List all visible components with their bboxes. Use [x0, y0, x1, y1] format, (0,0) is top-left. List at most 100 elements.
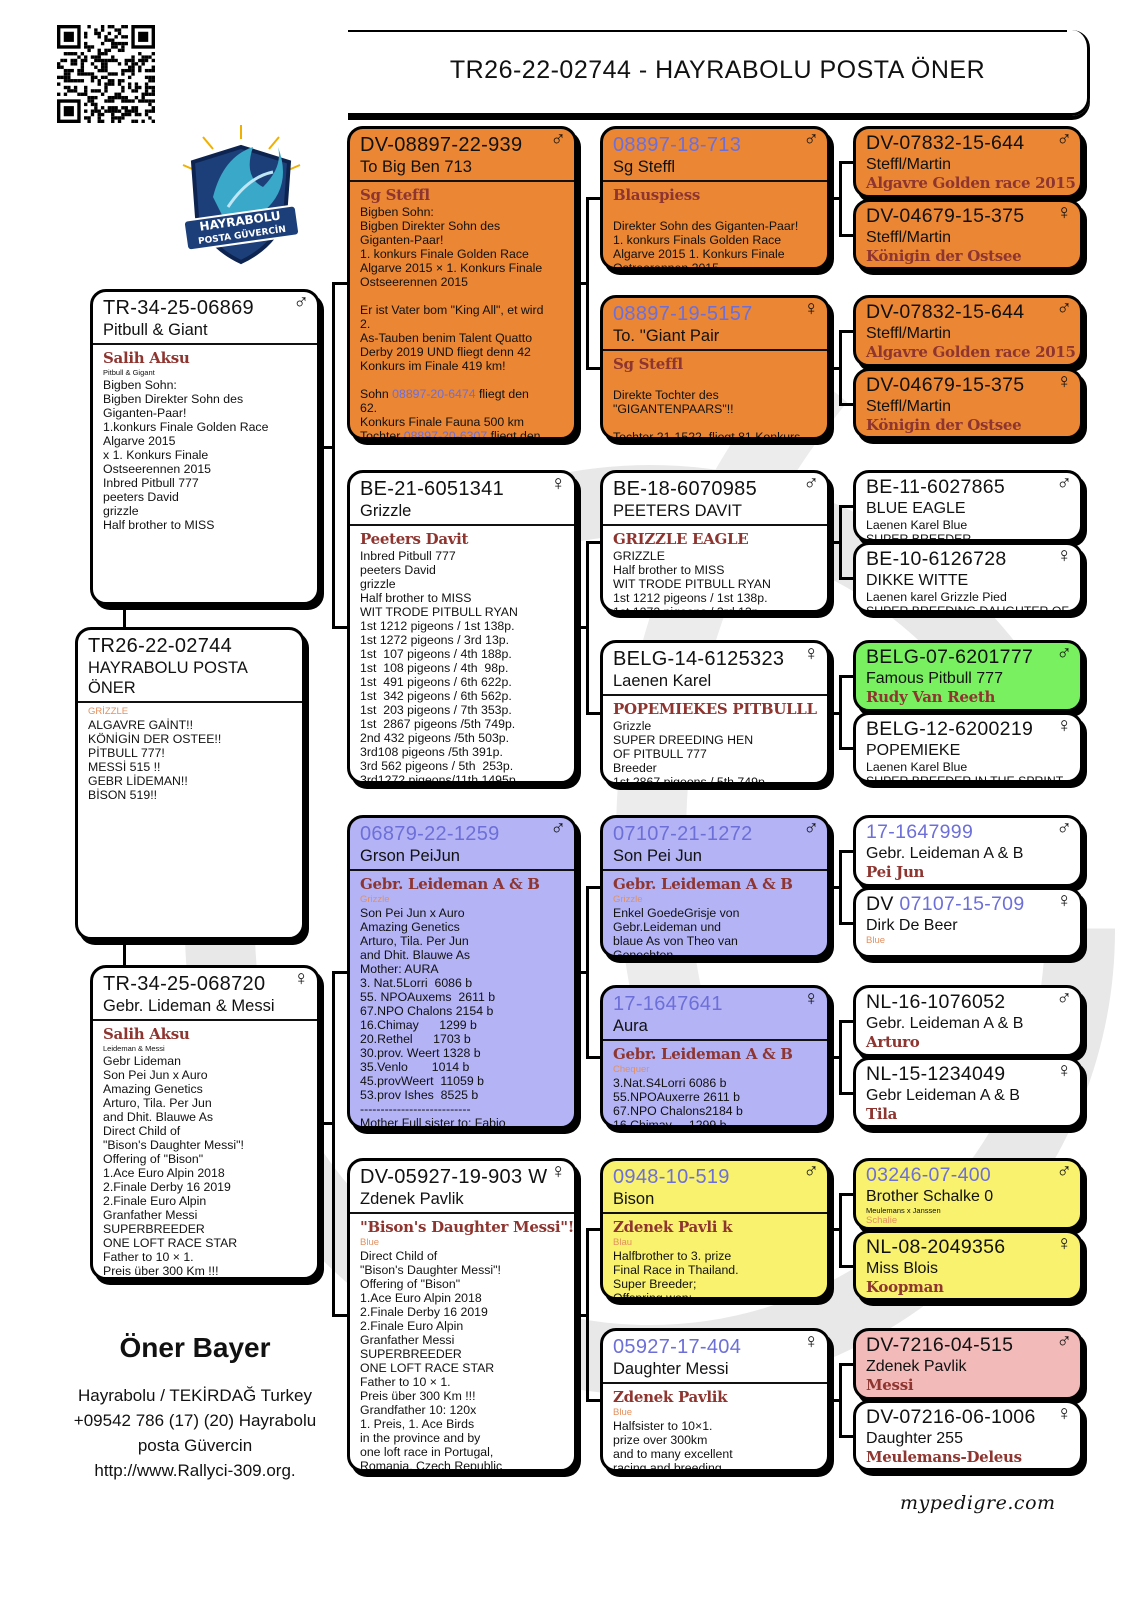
ring-value[interactable]: TR26-22-02744	[88, 635, 232, 657]
breeder-name: POPEMIEKES PITBULLL	[613, 700, 817, 718]
ring-value[interactable]: DV-04679-15-375	[866, 205, 1025, 227]
ring-value[interactable]: 08897-19-5157	[613, 303, 753, 325]
ring-value[interactable]: DV-07832-15-644	[866, 132, 1025, 154]
note-line: blaue As von Theo van	[613, 934, 738, 948]
ring-value[interactable]: 05927-17-404	[613, 1336, 742, 1358]
ring-value[interactable]: BELG-12-6200219	[866, 718, 1034, 740]
male-icon: ♂	[1056, 472, 1072, 495]
pigeon-name: Steffl/Martin	[866, 398, 952, 415]
ring-value[interactable]: BELG-14-6125323	[613, 648, 785, 670]
note-line: Granfather Messi	[103, 1208, 198, 1222]
ring-value[interactable]: DV-07216-06-1006	[866, 1406, 1036, 1428]
ring-number: 06879-22-1259	[360, 823, 566, 846]
ring-value[interactable]: 08897-18-713	[613, 134, 742, 156]
ring-value[interactable]: DV-04679-15-375	[866, 374, 1025, 396]
note-line: 1st 1272 pigeons / 3rd 13p.	[613, 605, 763, 613]
ring-value[interactable]: 17-1647999	[866, 821, 974, 843]
ring-value[interactable]: NL-16-1076052	[866, 991, 1006, 1013]
ring-value[interactable]: TR-34-25-06869	[103, 297, 254, 319]
female-icon: ♀	[1056, 1232, 1072, 1255]
ring-value[interactable]: TR-34-25-068720	[103, 973, 266, 995]
pigeon-name: Sg Steffl	[613, 158, 676, 176]
ring-value[interactable]: BE-11-6027865	[866, 476, 1006, 498]
breeder-name: Zdenek Pavlik	[613, 1388, 728, 1406]
connector-line	[839, 1193, 853, 1196]
ring-value[interactable]: BELG-07-6201777	[866, 646, 1034, 668]
ring-value[interactable]: DV-07832-15-644	[866, 301, 1025, 323]
note-line: 1. konkurs Finale Golden Race	[360, 247, 566, 261]
connector-line	[839, 676, 842, 748]
ring-value[interactable]: BE-21-6051341	[360, 478, 505, 500]
note-text: Algarve 2015 × 1. Konkurs Finale	[360, 261, 543, 275]
ring-value[interactable]: 03246-07-400	[866, 1164, 992, 1186]
note-line: Ostreerennen 2015	[613, 261, 719, 270]
note-line: Preis über 300 Km !!!	[360, 1389, 476, 1403]
note-line: 3rd108 pigeons /5th 391p.	[360, 745, 503, 759]
note-line	[360, 289, 566, 303]
owner-website-link[interactable]: http://www.Rallyci-309.org.	[94, 1461, 296, 1480]
ring-value[interactable]: 17-1647641	[613, 993, 723, 1015]
ring-value[interactable]: NL-15-1234049	[866, 1063, 1006, 1085]
ring-value[interactable]: DV-08897-22-939	[360, 134, 523, 156]
ring-value[interactable]: BE-10-6126728	[866, 548, 1007, 570]
ring-value[interactable]: NL-08-2049356	[866, 1236, 1006, 1258]
connector-line	[839, 1194, 842, 1266]
note-line: 1st 1212 pigeons / 1st 138p.	[613, 591, 768, 605]
ring-link[interactable]: 08897-20-6474	[392, 387, 476, 401]
ring-value[interactable]: BE-18-6070985	[613, 478, 758, 500]
note-line: Halfsister to 10×1.	[613, 1419, 713, 1433]
ring-value[interactable]: 0948-10-519	[613, 1166, 730, 1188]
ring-value[interactable]: 07107-21-1272	[613, 823, 753, 845]
plumage-color: Grizzle	[613, 894, 643, 905]
note-line: SUPERBREEDER	[360, 1347, 462, 1361]
plumage-color: Grizzle	[360, 894, 390, 905]
connector-line	[332, 972, 335, 1315]
connector-line	[830, 1399, 839, 1402]
plumage-color: Blue	[360, 1237, 380, 1248]
ring-link[interactable]: 08897-20-6307	[403, 429, 488, 440]
breeder-name: Zdenek Pavli k	[613, 1218, 733, 1236]
ring-value[interactable]: 07107-15-709	[899, 893, 1025, 915]
ring-value[interactable]: DV-7216-04-515	[866, 1334, 1014, 1356]
ring-value[interactable]: 06879-22-1259	[360, 823, 500, 845]
note-line: GEBR LİDEMAN!!	[88, 774, 188, 788]
ring-value[interactable]: DV-05927-19-903 W	[360, 1166, 548, 1188]
